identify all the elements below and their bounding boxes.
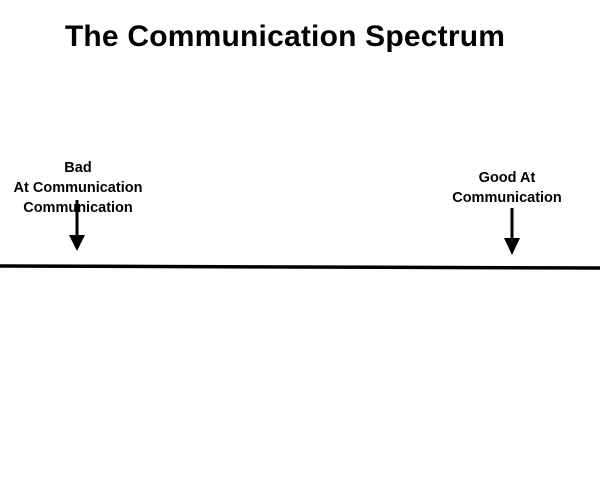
spectrum-line — [0, 264, 600, 270]
good-at-communication-label: Good At Communication — [437, 168, 577, 208]
bad-label-line-1: Bad — [64, 160, 92, 176]
bad-label-line-2: At Communication — [13, 180, 143, 196]
good-label-line-1: Good At — [478, 170, 536, 186]
good-label-line-2: Communication — [452, 190, 562, 206]
diagram-title: The Communication Spectrum — [64, 20, 506, 53]
bad-arrow-icon — [69, 200, 85, 251]
good-arrow-icon — [504, 208, 520, 255]
